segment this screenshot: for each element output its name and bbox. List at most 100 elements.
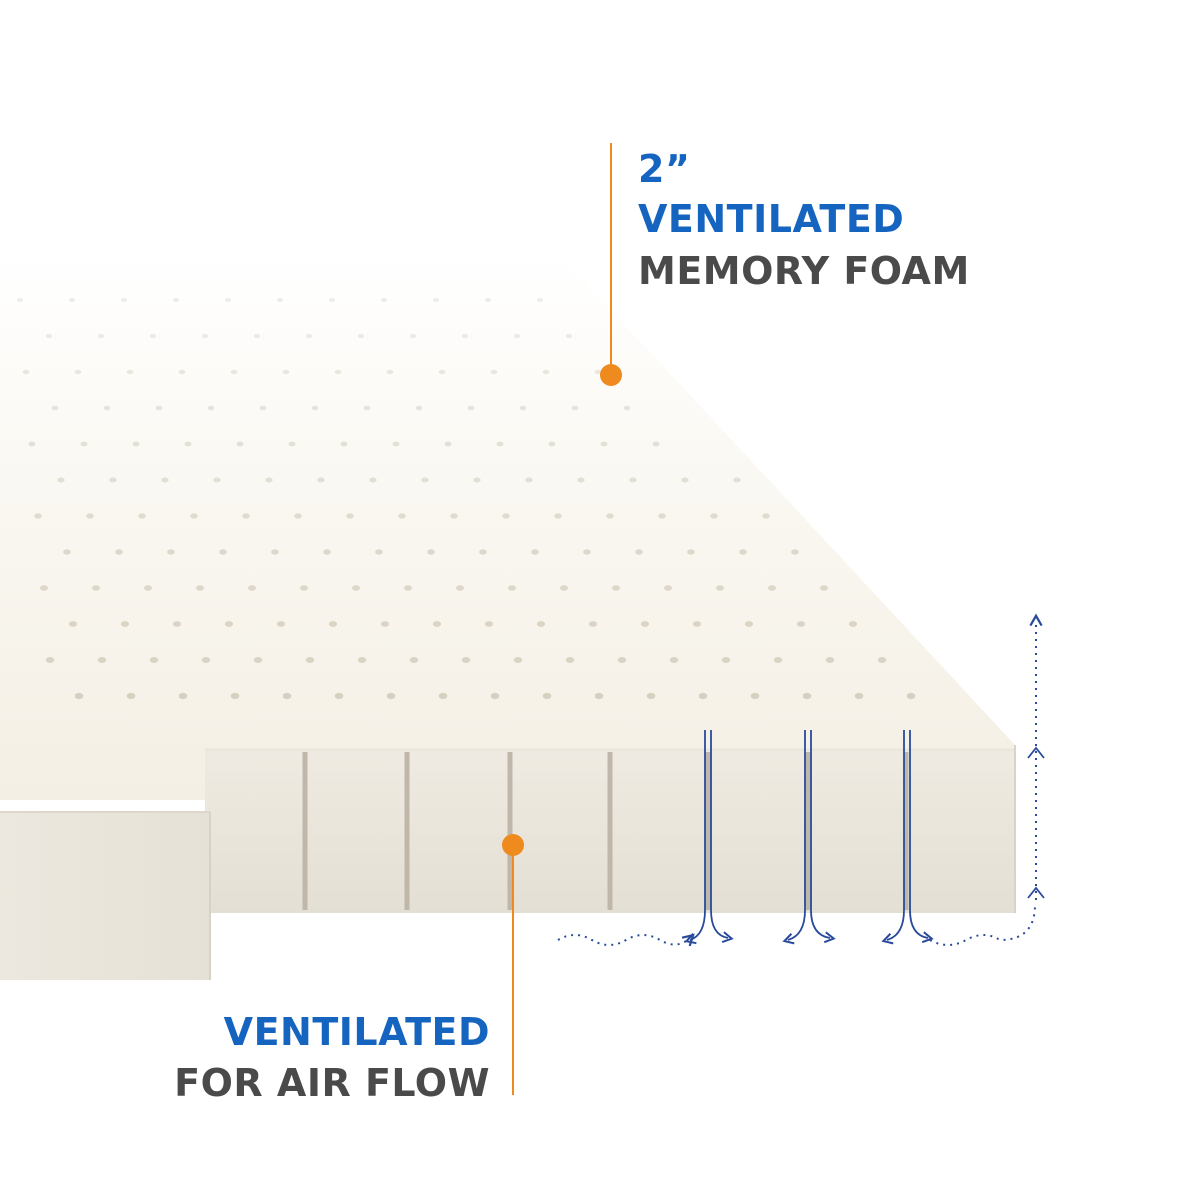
perforation-hole (415, 405, 423, 411)
perforation-hole (265, 477, 273, 483)
perforation-hole (617, 657, 627, 663)
perforation-hole (658, 513, 666, 519)
perforation-hole (502, 513, 510, 519)
perforation-hole (340, 441, 348, 447)
perforation-hole (484, 621, 494, 627)
perforation-hole (606, 513, 614, 519)
perforation-hole (796, 621, 806, 627)
perforation-hole (669, 657, 679, 663)
perforation-hole (392, 441, 400, 447)
perforation-hole (167, 549, 175, 555)
perforation-hole (791, 549, 799, 555)
perforation-hole (612, 585, 620, 591)
perforation-hole (519, 405, 527, 411)
perforation-hole (294, 513, 302, 519)
perforation-hole (230, 369, 238, 375)
perforation-hole (144, 585, 152, 591)
callout-dot-icon (600, 364, 622, 386)
perforation-hole (184, 441, 192, 447)
perforation-hole (432, 621, 442, 627)
perforation-hole (681, 477, 689, 483)
perforation-hole (409, 333, 417, 339)
perforation-hole (173, 298, 179, 302)
perforation-hole (92, 585, 100, 591)
perforation-hole (854, 692, 864, 700)
perforation-hole (588, 621, 598, 627)
perforation-hole (277, 298, 283, 302)
perforation-hole (629, 477, 637, 483)
perforation-hole (74, 369, 82, 375)
perforation-hole (230, 692, 240, 700)
perforation-hole (172, 621, 182, 627)
perforation-hole (496, 441, 504, 447)
perforation-hole (132, 441, 140, 447)
perforation-hole (473, 477, 481, 483)
perforation-hole (877, 657, 887, 663)
perforation-hole (536, 621, 546, 627)
perforation-hole (242, 513, 250, 519)
perforation-hole (28, 441, 36, 447)
perforation-hole (398, 513, 406, 519)
perforation-hole (300, 585, 308, 591)
top-callout-subtitle: MEMORY FOAM (638, 249, 970, 293)
perforation-hole (456, 585, 464, 591)
perforation-hole (820, 585, 828, 591)
perforation-hole (282, 692, 292, 700)
perforation-hole (427, 549, 435, 555)
perforation-hole (409, 657, 419, 663)
perforation-hole (542, 369, 550, 375)
perforation-hole (560, 585, 568, 591)
perforation-hole (282, 369, 290, 375)
perforation-hole (236, 441, 244, 447)
perforation-hole (201, 333, 209, 339)
perforation-hole (577, 477, 585, 483)
perforation-hole (733, 477, 741, 483)
perforation-hole (571, 405, 579, 411)
perforation-hole (69, 298, 75, 302)
perforation-hole (450, 513, 458, 519)
perforation-hole (68, 621, 78, 627)
perforation-hole (583, 549, 591, 555)
perforation-hole (161, 477, 169, 483)
perforation-hole (201, 657, 211, 663)
perforation-hole (276, 621, 286, 627)
perforation-hole (149, 333, 157, 339)
perforation-hole (213, 477, 221, 483)
perforation-hole (490, 692, 500, 700)
perforation-hole (531, 549, 539, 555)
perforation-hole (190, 513, 198, 519)
perforation-hole (40, 585, 48, 591)
bottom-callout-title: VENTILATED (223, 1010, 490, 1054)
perforation-hole (386, 369, 394, 375)
perforation-hole (57, 477, 65, 483)
perforation-hole (115, 549, 123, 555)
perforation-hole (97, 333, 105, 339)
perforation-hole (17, 298, 23, 302)
perforation-hole (768, 585, 776, 591)
perforation-hole (640, 621, 650, 627)
perforation-hole (433, 298, 439, 302)
perforation-hole (664, 585, 672, 591)
perforation-hole (80, 441, 88, 447)
perforation-hole (121, 298, 127, 302)
perforation-hole (773, 657, 783, 663)
perforation-hole (802, 692, 812, 700)
perforation-hole (490, 369, 498, 375)
perforation-hole (698, 692, 708, 700)
perforation-hole (178, 369, 186, 375)
perforation-hole (138, 513, 146, 519)
perforation-hole (692, 621, 702, 627)
perforation-hole (513, 333, 521, 339)
perforation-hole (525, 477, 533, 483)
perforation-hole (461, 657, 471, 663)
perforation-hole (386, 692, 396, 700)
perforation-hole (155, 405, 163, 411)
perforation-hole (334, 369, 342, 375)
perforation-hole (149, 657, 159, 663)
bottom-callout-subtitle: FOR AIR FLOW (174, 1061, 490, 1105)
perforation-hole (467, 405, 475, 411)
perforation-hole (554, 513, 562, 519)
perforation-hole (271, 549, 279, 555)
